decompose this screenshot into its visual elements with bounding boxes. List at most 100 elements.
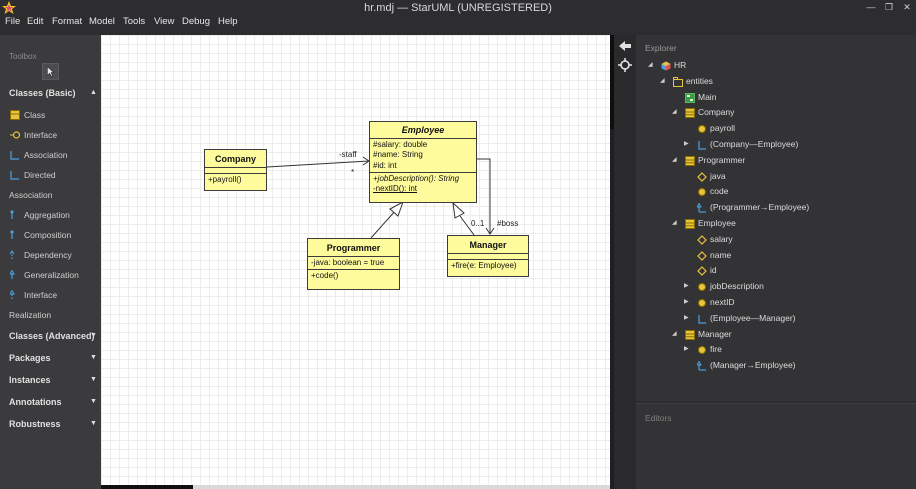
tree-item-label: (Programmer→Employee) bbox=[710, 202, 810, 213]
class-icon bbox=[685, 155, 695, 166]
collapsed-arrow-icon[interactable]: ▶ bbox=[684, 299, 689, 305]
cursor-icon bbox=[47, 66, 55, 77]
collapsed-arrow-icon[interactable]: ▶ bbox=[684, 314, 689, 321]
expanded-arrow-icon[interactable]: ◢ bbox=[660, 77, 665, 84]
tree-item[interactable]: java bbox=[684, 170, 906, 184]
tree-item-label: jobDescription bbox=[710, 281, 764, 292]
menu-tools[interactable]: Tools bbox=[123, 16, 146, 27]
select-tool-button[interactable] bbox=[42, 63, 59, 80]
tree-item[interactable]: payroll bbox=[684, 122, 906, 136]
robustness-header[interactable]: Robustness bbox=[9, 419, 61, 429]
attribute-compartment: #salary: double #name: String #id: int bbox=[370, 139, 476, 173]
tool-class[interactable]: Class bbox=[24, 110, 46, 120]
programmer-generalization-head bbox=[389, 200, 404, 217]
tree-item-label: Employee bbox=[698, 218, 736, 228]
crosshair-icon[interactable] bbox=[618, 58, 632, 72]
tree-item-label: nextID bbox=[710, 297, 735, 307]
instances-header[interactable]: Instances bbox=[9, 375, 51, 385]
company-class[interactable]: Company +payroll() bbox=[204, 149, 267, 191]
tool-association[interactable]: Association bbox=[24, 150, 68, 160]
tree-item[interactable]: ▶ jobDescription bbox=[684, 280, 906, 294]
tree-item-label: fire bbox=[710, 344, 722, 355]
tree-item[interactable]: ◢ HR bbox=[648, 59, 906, 73]
expand-arrow-icon[interactable]: ▼ bbox=[90, 376, 97, 383]
close-button[interactable]: ✕ bbox=[903, 2, 911, 12]
expanded-arrow-icon[interactable]: ◢ bbox=[672, 109, 677, 116]
packages-header[interactable]: Packages bbox=[9, 353, 51, 363]
expanded-arrow-icon[interactable]: ◢ bbox=[648, 62, 653, 68]
manager-generalization-line[interactable] bbox=[459, 215, 475, 236]
collapsed-arrow-icon[interactable]: ▶ bbox=[684, 141, 689, 147]
annotations-header[interactable]: Annotations bbox=[9, 397, 62, 407]
back-arrow-icon[interactable] bbox=[618, 39, 632, 53]
tree-item[interactable]: salary bbox=[684, 233, 906, 247]
classes-basic-header[interactable]: Classes (Basic) bbox=[9, 88, 76, 98]
expanded-arrow-icon[interactable]: ◢ bbox=[672, 220, 677, 226]
menu-view[interactable]: View bbox=[154, 16, 175, 27]
staff-role-label: -staff bbox=[339, 150, 357, 159]
expanded-arrow-icon[interactable]: ◢ bbox=[672, 156, 677, 163]
expand-arrow-icon[interactable]: ▼ bbox=[90, 420, 97, 427]
tree-item[interactable]: code bbox=[684, 185, 906, 199]
horizontal-scroll-thumb[interactable] bbox=[101, 485, 193, 489]
diagram-icon bbox=[685, 92, 695, 103]
tree-item[interactable]: ◢Manager bbox=[672, 328, 906, 342]
menu-file[interactable]: File bbox=[5, 16, 21, 27]
expand-arrow-icon[interactable]: ▼ bbox=[90, 332, 97, 339]
tree-item[interactable]: ▶ nextID bbox=[684, 296, 906, 310]
menu-edit[interactable]: Edit bbox=[27, 16, 44, 27]
menu-format[interactable]: Format bbox=[52, 16, 83, 27]
operation: -nextID(): int bbox=[373, 184, 418, 194]
tree-item[interactable]: name bbox=[684, 249, 906, 263]
tool-interface-realization[interactable]: Interface bbox=[24, 290, 58, 300]
vertical-scrollbar[interactable] bbox=[610, 35, 614, 489]
boss-association-line[interactable] bbox=[477, 158, 491, 234]
tree-item[interactable]: ◢ Company bbox=[672, 106, 906, 120]
restore-button[interactable]: ❐ bbox=[884, 2, 894, 12]
menu-debug[interactable]: Debug bbox=[182, 16, 210, 27]
expanded-arrow-icon[interactable]: ◢ bbox=[672, 330, 677, 337]
tree-item-label: Company bbox=[698, 107, 735, 118]
menu-model[interactable]: Model bbox=[89, 16, 115, 27]
manager-class[interactable]: Manager +fire(e: Employee) bbox=[447, 235, 529, 277]
class-name: Programmer bbox=[308, 239, 399, 257]
tree-item[interactable]: ◢entities bbox=[660, 75, 906, 89]
tree-item[interactable]: (Programmer→Employee) bbox=[684, 201, 906, 215]
tree-item-label: id bbox=[710, 265, 717, 276]
tool-interface[interactable]: Interface bbox=[24, 130, 58, 140]
collapse-arrow-icon[interactable]: ▲ bbox=[90, 89, 97, 96]
operation-compartment: +fire(e: Employee) bbox=[448, 260, 528, 272]
tree-item[interactable]: ▶(Employee—Manager) bbox=[684, 312, 906, 326]
tree-item[interactable]: ◢Programmer bbox=[672, 154, 906, 168]
tree-item[interactable]: (Manager→Employee) bbox=[684, 359, 906, 373]
tree-item[interactable]: ▶ fire bbox=[684, 343, 906, 357]
vertical-scroll-thumb[interactable] bbox=[610, 35, 614, 129]
collapsed-arrow-icon[interactable]: ▶ bbox=[684, 283, 689, 290]
generalization-tool-icon bbox=[10, 270, 15, 279]
attribute-icon bbox=[697, 234, 707, 245]
tool-directed[interactable]: Directed bbox=[24, 170, 56, 180]
minimize-button[interactable]: — bbox=[866, 2, 876, 12]
tool-aggregation[interactable]: Aggregation bbox=[24, 210, 70, 220]
menu-help[interactable]: Help bbox=[218, 16, 238, 27]
tree-item-label: code bbox=[710, 186, 729, 197]
classes-advanced-header[interactable]: Classes (Advanced) bbox=[9, 331, 95, 341]
tool-composition[interactable]: Composition bbox=[24, 230, 72, 240]
expand-arrow-icon[interactable]: ▼ bbox=[90, 354, 97, 361]
tool-dependency[interactable]: Dependency bbox=[24, 250, 72, 260]
horizontal-scrollbar[interactable] bbox=[101, 485, 610, 489]
tree-item-label: HR bbox=[674, 60, 687, 70]
employee-class[interactable]: Employee #salary: double #name: String #… bbox=[369, 121, 477, 203]
toolbox-panel: Toolbox Classes (Basic) ▲ Class Interfac… bbox=[0, 35, 101, 489]
tree-item[interactable]: id bbox=[684, 264, 906, 278]
expand-arrow-icon[interactable]: ▼ bbox=[90, 398, 97, 405]
programmer-class[interactable]: Programmer -java: boolean = true +code() bbox=[307, 238, 400, 290]
programmer-generalization-line[interactable] bbox=[370, 209, 397, 239]
tree-item[interactable]: ◢ Employee bbox=[672, 217, 906, 231]
staff-association-line[interactable] bbox=[266, 160, 370, 168]
tree-item[interactable]: ▶(Company—Employee) bbox=[684, 138, 906, 152]
tool-association-label: Association bbox=[9, 190, 53, 200]
tree-item[interactable]: Main bbox=[672, 91, 906, 105]
tool-generalization[interactable]: Generalization bbox=[24, 270, 79, 280]
collapsed-arrow-icon[interactable]: ▶ bbox=[684, 346, 689, 353]
